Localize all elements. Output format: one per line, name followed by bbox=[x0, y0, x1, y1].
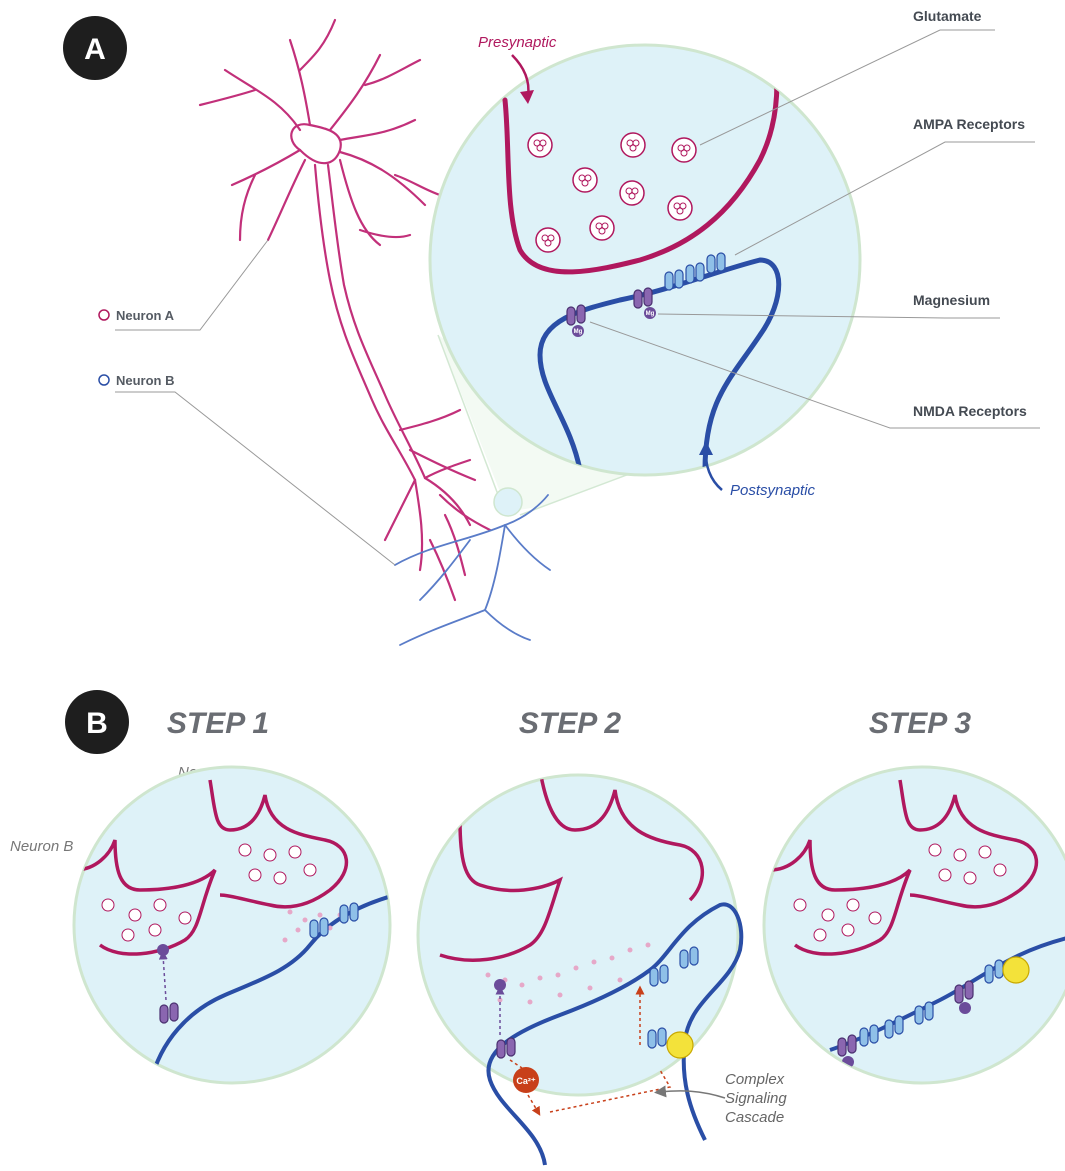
cascade-label-line2: Signaling bbox=[725, 1090, 787, 1107]
label-neuron-b: Neuron B bbox=[116, 373, 175, 388]
svg-text:Mg: Mg bbox=[646, 311, 655, 317]
neuron-b-drawing bbox=[395, 495, 550, 645]
cascade-label-line3: Cascade bbox=[725, 1109, 784, 1126]
step3-signal-protein bbox=[1003, 957, 1029, 983]
badge-a: A bbox=[63, 16, 127, 80]
neuron-b-legend-dot bbox=[99, 375, 109, 385]
cascade-label-line1: Complex bbox=[725, 1071, 785, 1088]
svg-text:Mg: Mg bbox=[574, 329, 583, 335]
svg-text:Ca²⁺: Ca²⁺ bbox=[516, 1076, 536, 1086]
label-postsynaptic: Postsynaptic bbox=[730, 482, 816, 499]
label-nmda-receptors: NMDA Receptors bbox=[913, 403, 1027, 419]
label-magnesium: Magnesium bbox=[913, 292, 990, 308]
step2-signal-protein bbox=[667, 1032, 693, 1058]
neuron-a-legend-dot bbox=[99, 310, 109, 320]
synapse-zoom: Mg Mg bbox=[430, 45, 860, 475]
step-3-title: STEP 3 bbox=[869, 707, 972, 740]
step-1-title: STEP 1 bbox=[167, 707, 269, 740]
label-presynaptic: Presynaptic bbox=[478, 34, 557, 51]
step-1-synapse bbox=[74, 767, 395, 1085]
label-ampa-receptors: AMPA Receptors bbox=[913, 116, 1025, 132]
label-glutamate: Glutamate bbox=[913, 8, 982, 24]
panel-a: A bbox=[63, 8, 1040, 645]
panel-b: B STEP 1 STEP 2 STEP 3 Neuron A Neuron B bbox=[10, 690, 1065, 1165]
step-2-title: STEP 2 bbox=[519, 707, 622, 740]
zoom-origin-circle bbox=[494, 488, 522, 516]
calcium-ion: Ca²⁺ bbox=[513, 1067, 539, 1093]
step-3-synapse bbox=[764, 767, 1065, 1083]
step-2-synapse: Ca²⁺ Complex Signaling Cascade bbox=[415, 770, 787, 1165]
badge-b: B bbox=[65, 690, 129, 754]
badge-b-letter: B bbox=[86, 707, 108, 740]
label-neuron-a: Neuron A bbox=[116, 308, 175, 323]
badge-a-letter: A bbox=[84, 33, 106, 66]
step1-label-neuron-b: Neuron B bbox=[10, 838, 73, 855]
